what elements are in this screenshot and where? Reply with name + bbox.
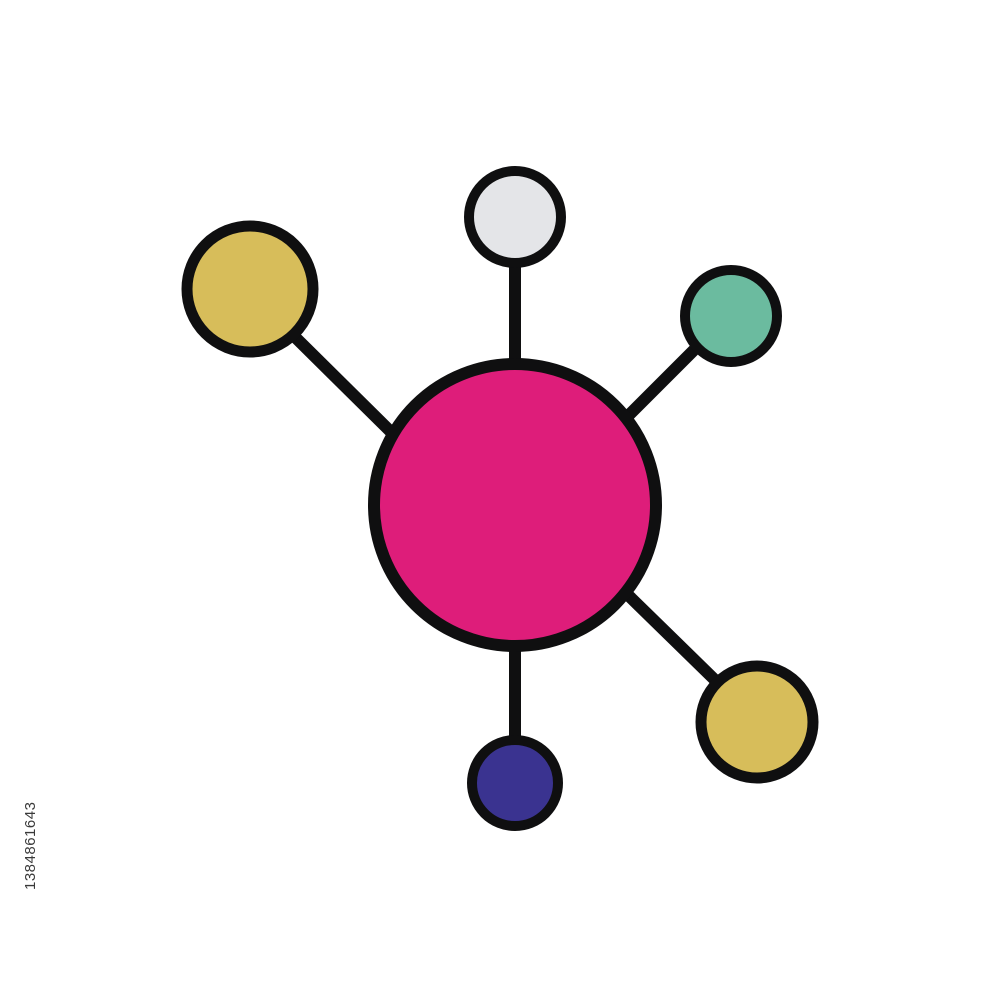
connector-lines [291,266,722,739]
node-top [464,166,566,268]
node-bottom [467,735,563,831]
hub-node [368,358,662,652]
connector-lower-right [623,590,722,687]
node-lower-right [695,660,819,784]
connector-upper-left [291,333,397,438]
node-upper-left [181,220,319,358]
stock-id-watermark: 1384861643 [22,801,39,890]
connector-upper-right [623,345,699,421]
node-upper-right [680,265,782,367]
